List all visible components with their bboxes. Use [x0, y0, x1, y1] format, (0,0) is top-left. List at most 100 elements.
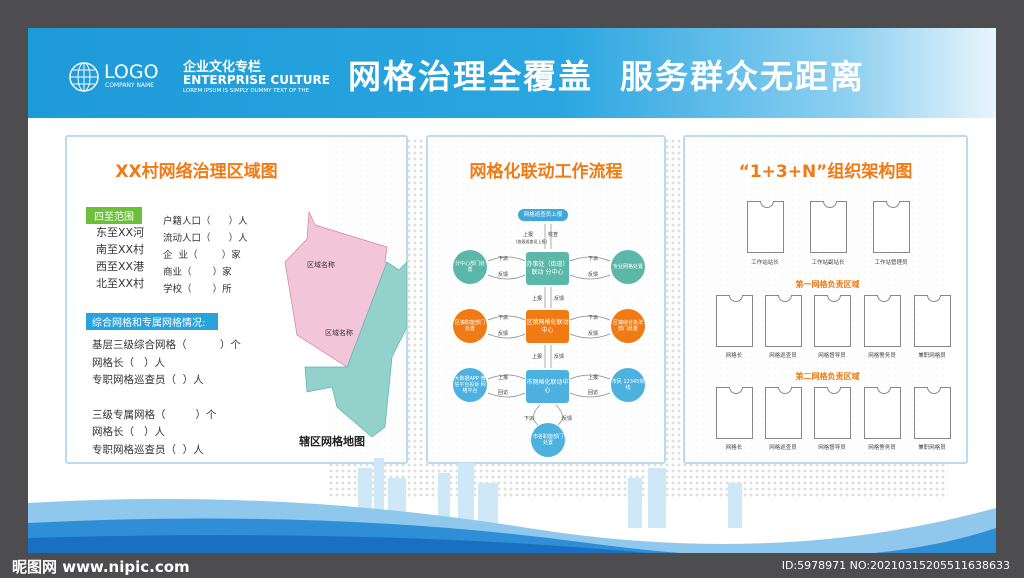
down-label: 下派: [498, 256, 509, 262]
photo-card: [914, 295, 951, 347]
range-item: 南至XX村: [96, 243, 145, 256]
range-item: 北至XX村: [96, 277, 145, 290]
middle-panel-title: 网格化联动工作流程: [469, 162, 623, 182]
column-title-en: ENTERPRISE CULTURE: [183, 73, 330, 87]
node-right-1: 专业网格处置: [611, 250, 645, 284]
role-label: 工作站管理员: [874, 260, 908, 266]
role-label: 工作站站长: [751, 260, 779, 266]
stat-item: 学校（ ）所: [163, 284, 232, 295]
sub-center-box: 办事处（街道）联动 分中心: [526, 252, 569, 285]
feedback-label: 反馈: [554, 354, 565, 360]
node-right-3: 市民 12345热线: [611, 368, 645, 402]
role-label: 网格长: [725, 445, 743, 451]
up-label: 上报: [532, 296, 543, 302]
watermark-site: 昵图网 www.nipic.com: [12, 558, 190, 576]
stat-item: 商业（ ）家: [163, 267, 232, 278]
feedback-label: 反馈: [588, 331, 599, 337]
photo-card: [765, 387, 802, 439]
map-caption: 辖区网格地图: [299, 435, 365, 448]
map-region-label: 区域名称: [325, 329, 353, 337]
photo-card: [716, 387, 753, 439]
left-panel-title: XX村网络治理区域图: [115, 162, 278, 182]
down-label: 下派: [524, 416, 535, 422]
photo-card: [716, 295, 753, 347]
zone-1-title: 第一网格负责区域: [795, 280, 860, 289]
role-label: 兼职网格员: [918, 353, 946, 359]
up-label: 上报: [532, 354, 543, 360]
range-item: 西至XX港: [96, 260, 145, 273]
grid-item: 三级专属网格（ ）个: [92, 408, 217, 421]
node-left-1: 分中心部门处置: [453, 250, 487, 284]
node-right-2: 区镇综合执法部门处置: [611, 309, 645, 343]
top-report-pill: 网格巡查员上报: [518, 209, 568, 221]
watermark-id: ID:5978971 NO:20210315205511638633: [781, 559, 1010, 572]
role-label: 网格巡查员: [769, 445, 797, 451]
role-label: 网格警务员: [868, 353, 896, 359]
up-label: 上报: [588, 375, 599, 381]
role-label: 网格警务员: [868, 445, 896, 451]
photo-card: [914, 387, 951, 439]
up-label: 上报: [523, 232, 534, 238]
range-label: 四至范围: [86, 207, 142, 224]
feedback-label: 反馈: [588, 272, 599, 278]
node-bottom: 市各职能部门处置: [531, 423, 565, 457]
stat-item: 户籍人口（ ）人: [163, 216, 248, 227]
photo-card: [810, 201, 847, 253]
photo-card: [765, 295, 802, 347]
zone-2-title: 第二网格负责区域: [795, 372, 860, 381]
grid-item: 基层三级综合网格（ ）个: [92, 339, 241, 351]
role-label: 工作站副站长: [811, 260, 845, 266]
photo-card: [864, 295, 901, 347]
role-label: 网格督导员: [818, 445, 846, 451]
slogan: 网格治理全覆盖 服务群众无距离: [348, 57, 865, 96]
logo-text: LOGO: [104, 61, 159, 83]
feedback-label: 反馈: [498, 272, 509, 278]
photo-card: [747, 201, 784, 253]
city-center-box: 市网格化联动中心: [526, 370, 569, 403]
feedback-label: 反馈: [554, 296, 565, 302]
down-label: 下派: [588, 256, 599, 262]
feedback-label: 反馈: [498, 331, 509, 337]
return-label: 回访: [498, 390, 509, 396]
grid-item: 网格长（ ）人: [92, 356, 166, 369]
grid-item: 网格长（ ）人: [92, 426, 166, 438]
range-list: 东至XX河 南至XX村 西至XX港 北至XX村: [96, 224, 144, 292]
lorem-text: LOREM IPSUM IS SIMPLY DUMMY TEXT OF THE: [183, 88, 310, 94]
role-label: 网格督导员: [818, 353, 846, 359]
stats-list: 户籍人口（ ）人 流动人口（ ）人 企 业（ ）家 商业（ ）家 学校（ ）所: [163, 213, 248, 298]
district-map: [284, 210, 407, 437]
left-panel: XX村网络治理区域图 四至范围 东至XX河 南至XX村 西至XX港 北至XX村 …: [65, 135, 408, 464]
node-left-2: 区镇职能部门处置: [453, 309, 487, 343]
grid-label: 综合网格和专属网格情况:: [86, 313, 218, 330]
up-label: 上报: [498, 375, 509, 381]
district-center-box: 区镇网格化联动中心: [526, 310, 569, 343]
company-name: COMPANY NAME: [105, 82, 155, 89]
grid-item: 专职网格巡查员（ ）人: [92, 374, 204, 386]
column-title-cn: 企业文化专栏: [183, 60, 262, 75]
map-region-label: 区域名称: [307, 261, 335, 269]
flow-arrows: [487, 224, 611, 426]
globe-logo-icon: [69, 62, 99, 92]
right-panel: “1+3+N”组织架构图 工作站站长 工作站副站长 工作站管理员 第一网格负责区…: [683, 135, 968, 464]
role-label: 兼职网格员: [918, 445, 946, 451]
header-banner: LOGO COMPANY NAME 企业文化专栏 ENTERPRISE CULT…: [28, 28, 996, 118]
photo-card: [814, 387, 851, 439]
watermark-bar: 昵图网 www.nipic.com ID:5978971 NO:20210315…: [0, 553, 1024, 578]
middle-panel: 网格化联动工作流程 网格巡查员上报 上报 核查 (各段巡查员上报) 办事处（街道…: [426, 135, 666, 464]
role-label: 网格长: [725, 353, 743, 359]
note-label: (各段巡查员上报): [516, 239, 548, 244]
photo-card: [864, 387, 901, 439]
grid-list: 基层三级综合网格（ ）个 网格长（ ）人 专职网格巡查员（ ）人 三级专属网格（…: [92, 337, 241, 459]
poster-board: LOGO COMPANY NAME 企业文化专栏 ENTERPRISE CULT…: [28, 28, 996, 553]
photo-card: [873, 201, 910, 253]
down-label: 下派: [588, 315, 599, 321]
role-label: 网格巡查员: [769, 353, 797, 359]
return-label: 回访: [588, 390, 599, 396]
grid-item: 专职网格巡查员（ ）人: [92, 443, 204, 456]
check-label: 核查: [548, 232, 559, 238]
stat-item: 企 业（ ）家: [163, 250, 241, 261]
stat-item: 流动人口（ ）人: [163, 233, 248, 244]
photo-card: [814, 295, 851, 347]
skyline-wave-decoration: [28, 458, 996, 553]
down-label: 下派: [498, 315, 509, 321]
